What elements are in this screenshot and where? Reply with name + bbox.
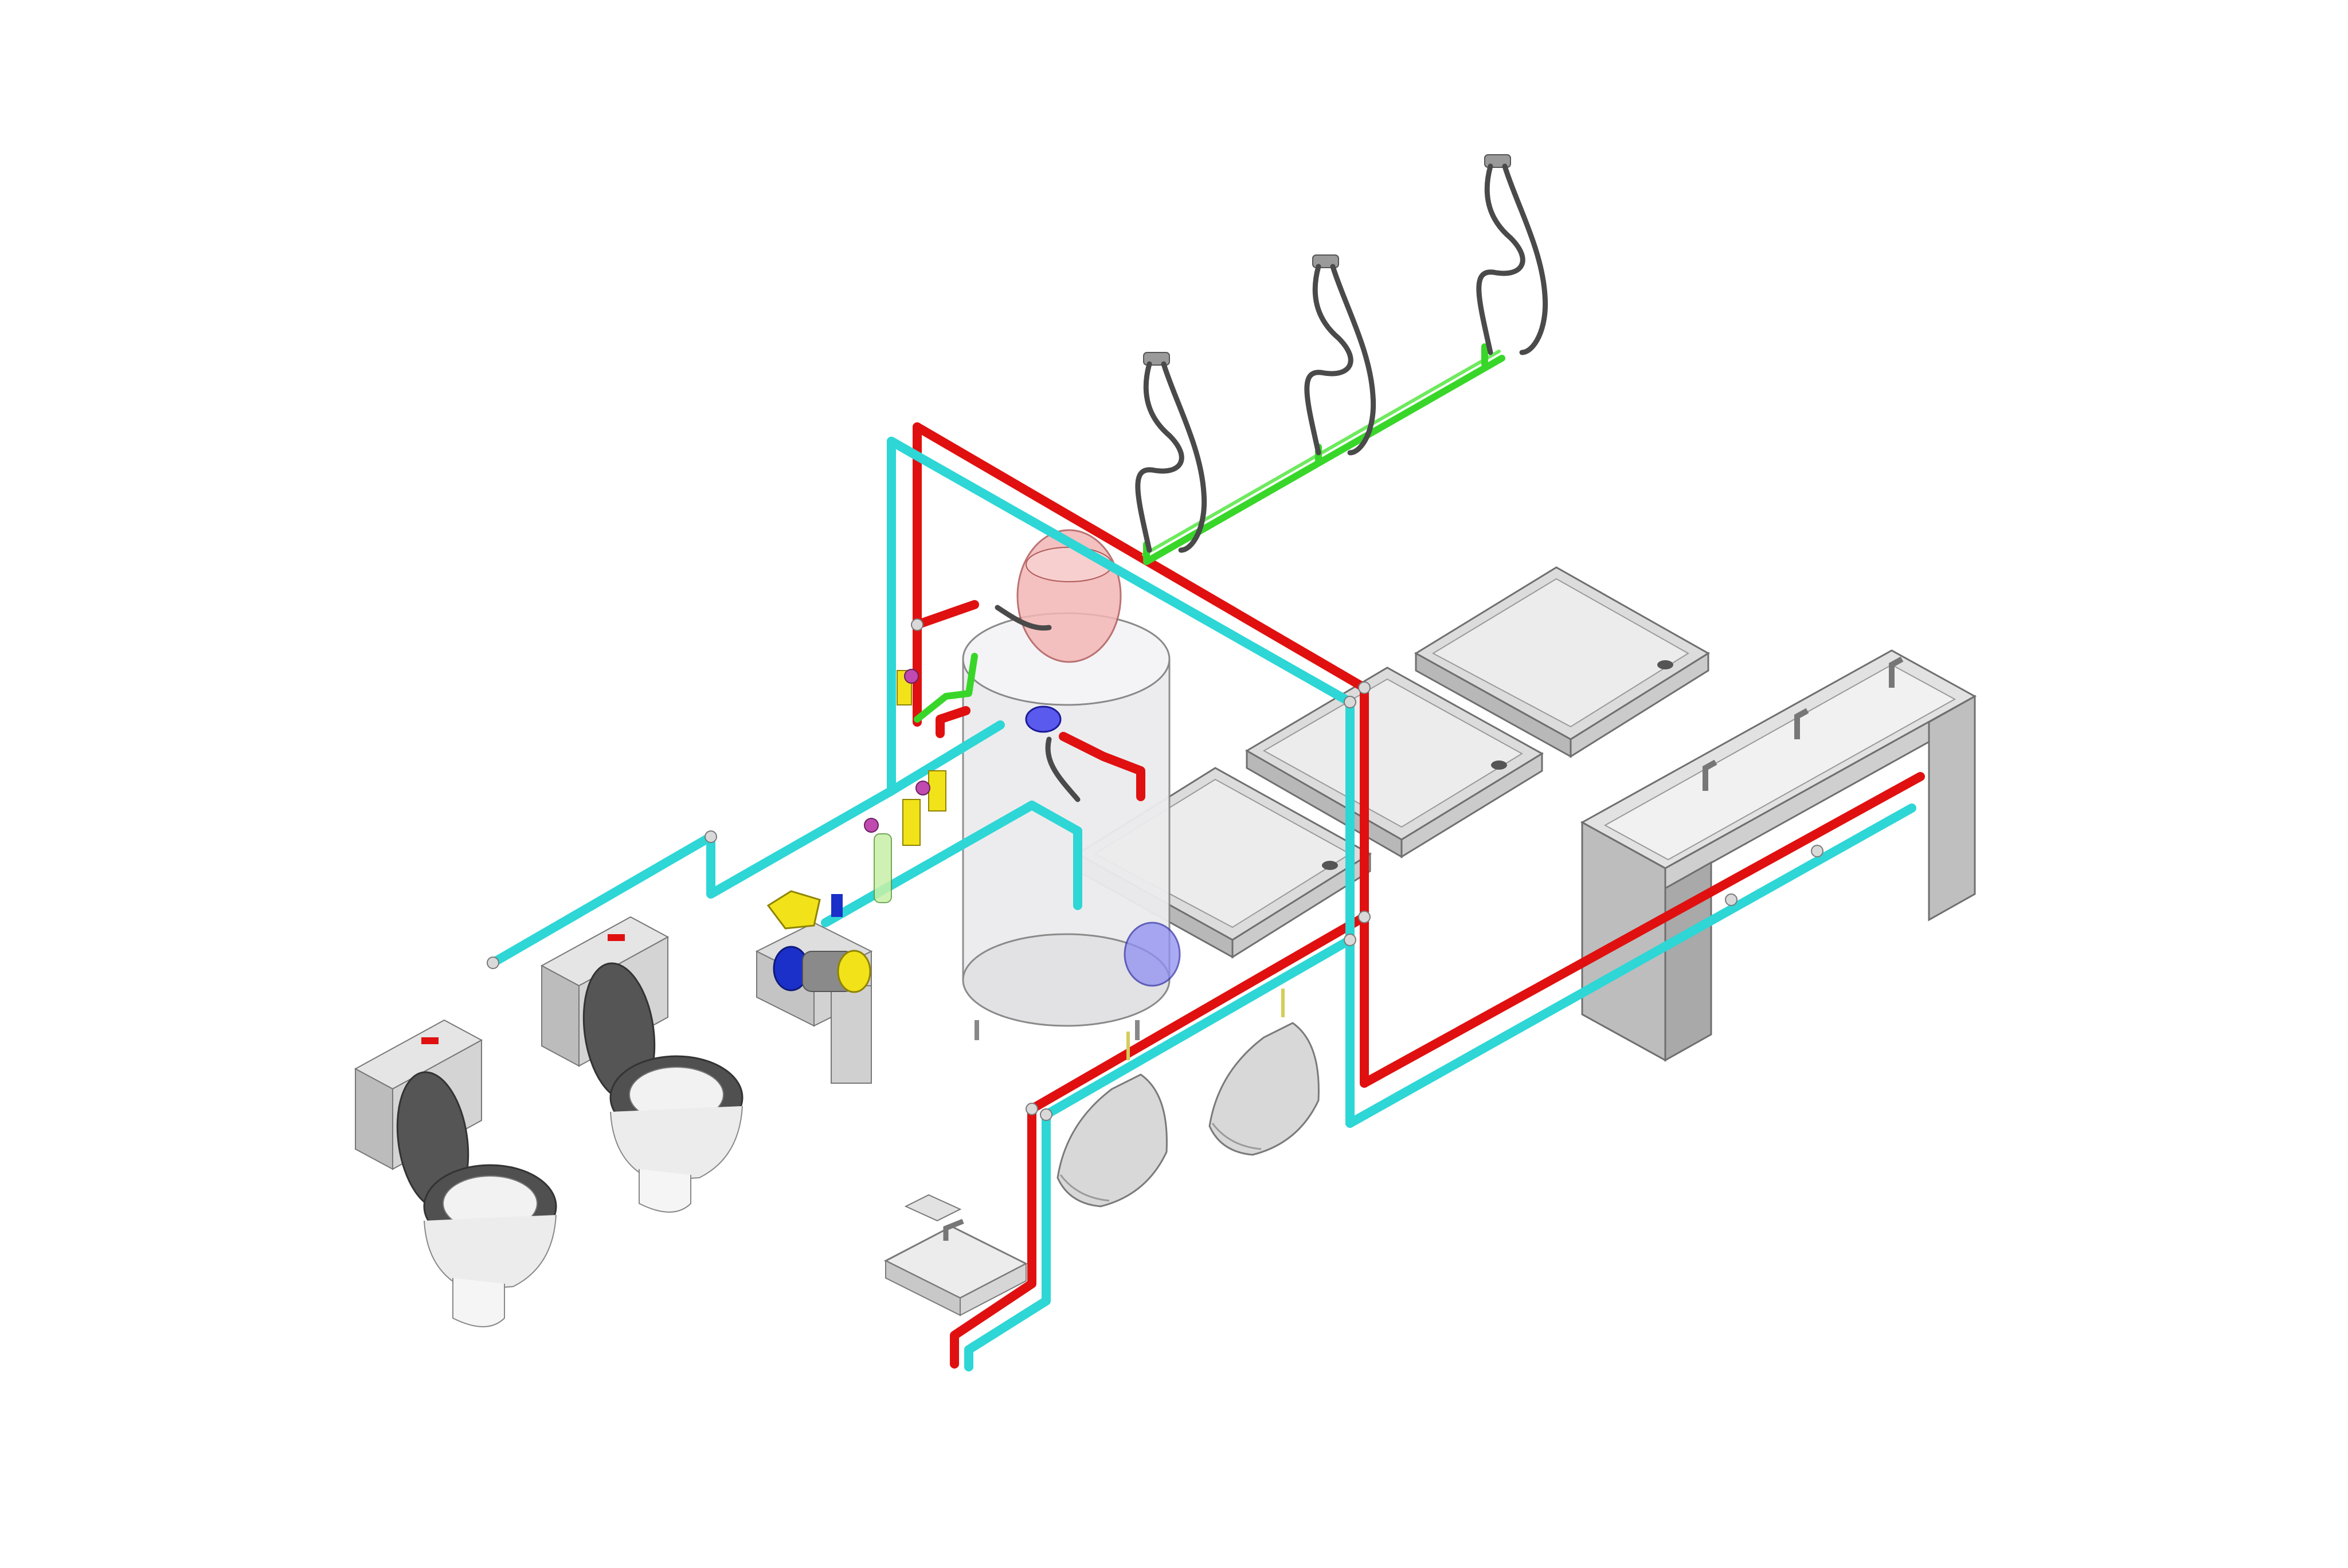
- shower-tray-icon: [1414, 566, 1710, 758]
- pipe-fittings: [487, 618, 1823, 1121]
- tap-icon: [943, 1218, 964, 1241]
- hot-water-pipe: [913, 422, 1925, 1369]
- pressure-gauge-icon: [864, 669, 930, 833]
- shower-head-icon: [1304, 254, 1376, 456]
- toilet-icon: [354, 1019, 557, 1327]
- toilet-icon: [540, 916, 743, 1213]
- pump-icon: [755, 890, 873, 1084]
- urinal-icon: [1208, 989, 1320, 1156]
- circulation-pump-icon: [995, 605, 1081, 802]
- wash-basin-icon: [883, 1194, 1028, 1316]
- heating-element-icon: [1124, 922, 1181, 987]
- tap-icon: [1703, 656, 1904, 791]
- wash-trough-icon: [1580, 649, 1977, 1062]
- urinal-icon: [1056, 1032, 1168, 1208]
- shower-head-icon: [1476, 154, 1548, 355]
- shower-head-icon: [1135, 352, 1207, 553]
- expansion-vessel-icon: [1016, 529, 1122, 663]
